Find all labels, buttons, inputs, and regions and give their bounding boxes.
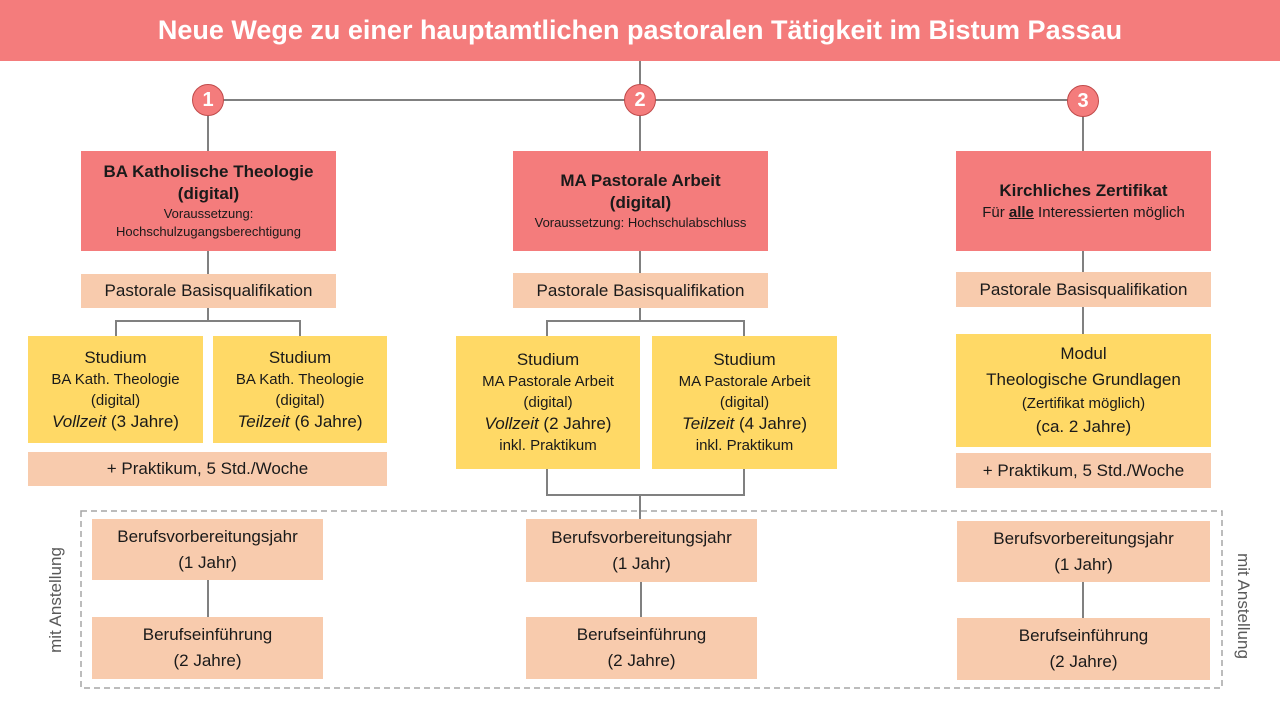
path1-title: BA Katholische Theologie [103, 162, 314, 181]
path1-requirement: Hochschulzugangsberechtigung [115, 224, 301, 239]
prep-title: Berufsvorbereitungsjahr [117, 526, 298, 546]
path3-praktikum: + Praktikum, 5 Std./Woche [956, 453, 1211, 488]
study-program: MA Pastorale Arbeit [678, 373, 811, 390]
employment-dashed-frame [80, 510, 1223, 689]
intro-title: Berufseinführung [576, 625, 707, 644]
path2-basis: Pastorale Basisqualifikation [513, 273, 768, 308]
intro-duration: (2 Jahre) [173, 651, 242, 670]
study-mode: Vollzeit [484, 414, 539, 433]
step-badge-2: 2 [624, 84, 656, 116]
module-duration: (ca. 2 Jahre) [1035, 417, 1132, 436]
path3-title: Kirchliches Zertifikat [999, 180, 1168, 200]
study-mode: Teilzeit [681, 414, 735, 433]
path3-subtitle-pre: Für [982, 203, 1009, 221]
prep-title: Berufsvorbereitungsjahr [993, 528, 1174, 548]
path2-intro: Berufseinführung (2 Jahre) [526, 617, 757, 679]
intro-title: Berufseinführung [142, 625, 273, 644]
path3-module: Modul Theologische Grundlagen (Zertifika… [956, 334, 1211, 447]
module-certificate: (Zertifikat möglich) [1021, 395, 1146, 412]
path3-prep-year: Berufsvorbereitungsjahr (1 Jahr) [957, 521, 1210, 582]
intro-duration: (2 Jahre) [1049, 652, 1118, 671]
study-mode: Teilzeit [237, 411, 290, 431]
study-format: (digital) [719, 394, 770, 411]
side-label-right: mit Anstellung [1234, 553, 1253, 659]
path3-subtitle-emphasis: alle [1008, 203, 1034, 221]
path1-prep-year: Berufsvorbereitungsjahr (1 Jahr) [92, 519, 323, 580]
study-title: Studium [516, 350, 580, 369]
study-title: Studium [268, 347, 332, 367]
path2-header: MA Pastorale Arbeit (digital) Voraussetz… [513, 151, 768, 251]
path3-subtitle-post: Interessierten möglich [1033, 203, 1185, 221]
study-extra: inkl. Praktikum [499, 437, 597, 454]
study-duration: (3 Jahre) [106, 411, 179, 431]
study-duration: (6 Jahre) [289, 411, 363, 431]
path2-study-fulltime: Studium MA Pastorale Arbeit (digital) Vo… [456, 336, 640, 469]
module-name: Theologische Grundlagen [986, 370, 1181, 389]
bracket-path2 [546, 320, 745, 336]
study-mode: Vollzeit [52, 411, 107, 431]
study-format: (digital) [90, 391, 141, 409]
study-program: BA Kath. Theologie [51, 370, 180, 388]
path1-header: BA Katholische Theologie (digital) Vorau… [81, 151, 336, 251]
side-label-left: mit Anstellung [46, 547, 65, 653]
path2-requirement: Voraussetzung: Hochschulabschluss [534, 215, 747, 230]
path1-requirement-label: Voraussetzung: [163, 206, 254, 221]
step-badge-3: 3 [1067, 85, 1099, 117]
study-title: Studium [713, 350, 776, 369]
path3-header: Kirchliches Zertifikat Für alle Interess… [956, 151, 1211, 251]
path1-study-parttime: Studium BA Kath. Theologie (digital) Tei… [213, 336, 387, 443]
path1-praktikum: + Praktikum, 5 Std./Woche [28, 452, 387, 486]
study-program: BA Kath. Theologie [235, 370, 365, 388]
path2-subtitle: (digital) [609, 193, 672, 212]
study-duration: (2 Jahre) [538, 414, 612, 433]
path1-basis: Pastorale Basisqualifikation [81, 274, 336, 308]
study-extra: inkl. Praktikum [695, 437, 794, 454]
path2-study-parttime: Studium MA Pastorale Arbeit (digital) Te… [652, 336, 837, 469]
path3-basis: Pastorale Basisqualifikation [956, 272, 1211, 307]
path1-intro: Berufseinführung (2 Jahre) [92, 617, 323, 679]
path3-intro: Berufseinführung (2 Jahre) [957, 618, 1210, 680]
path2-title: MA Pastorale Arbeit [560, 171, 721, 190]
study-format: (digital) [523, 394, 573, 411]
module-title: Modul [1060, 344, 1107, 363]
intro-title: Berufseinführung [1018, 626, 1149, 645]
intro-duration: (2 Jahre) [607, 651, 676, 670]
path2-prep-year: Berufsvorbereitungsjahr (1 Jahr) [526, 519, 757, 582]
path1-subtitle: (digital) [177, 184, 240, 203]
merge-path2 [546, 469, 745, 496]
study-title: Studium [84, 347, 147, 367]
step-badge-1: 1 [192, 84, 224, 116]
prep-duration: (1 Jahr) [1054, 554, 1113, 574]
study-program: MA Pastorale Arbeit [482, 373, 614, 390]
study-duration: (4 Jahre) [734, 414, 808, 433]
prep-duration: (1 Jahr) [612, 553, 671, 573]
study-format: (digital) [275, 391, 325, 409]
prep-duration: (1 Jahr) [178, 552, 237, 572]
prep-title: Berufsvorbereitungsjahr [551, 527, 732, 547]
path1-study-fulltime: Studium BA Kath. Theologie (digital) Vol… [28, 336, 203, 443]
page-title: Neue Wege zu einer hauptamtlichen pastor… [0, 0, 1280, 61]
bracket-path1 [115, 320, 301, 336]
